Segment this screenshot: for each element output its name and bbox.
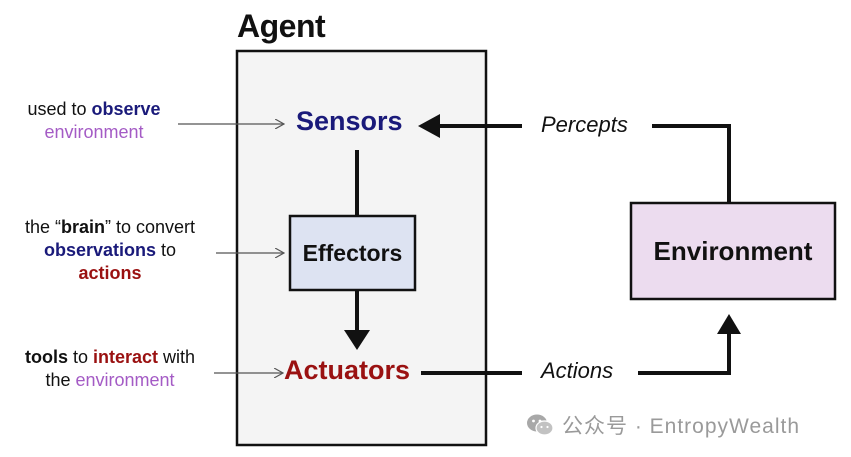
effectors-label: Effectors [302,239,403,266]
effectors-note-mid: ” to convert [105,217,196,237]
actuators-note-environment: environment [75,370,175,390]
actuators-note-the: the [45,370,76,390]
actuators-note-interact: interact [92,347,159,367]
actions-arrowhead [717,314,741,334]
percepts-arrowhead [418,114,440,138]
actuators-note-tools: tools [24,347,68,367]
actuators-note-with: with [158,347,196,367]
sensors-label: Sensors [296,106,403,136]
sensors-note-environment: environment [44,122,144,142]
effectors-note-pre: the “ [24,217,61,237]
actions-line-env [638,332,731,375]
actuators-note: tools to interact with the environment [8,346,212,392]
effectors-actuators-arrowhead [344,330,370,350]
effectors-note-to: to [156,240,177,260]
sensors-note-pre: used to [27,99,92,119]
sensors-note-observe: observe [91,99,161,119]
percepts-label: Percepts [541,112,628,137]
actuators-label: Actuators [284,355,411,385]
effectors-note-actions: actions [78,263,142,283]
sensors-note: used to observe environment [14,98,174,144]
environment-box [629,201,837,301]
environment-label: Environment [653,235,813,266]
effectors-box [288,214,417,292]
percepts-line-env [652,124,731,203]
effectors-note-brain: brain [60,217,105,237]
watermark: 公众号 · EntropyWealth [526,410,800,440]
effectors-note-observations: observations [43,240,157,260]
actions-label: Actions [541,358,614,383]
watermark-text: 公众号 · EntropyWealth [562,415,801,438]
actuators-note-to: to [67,347,93,367]
agent-title: Agent [237,8,326,44]
wechat-icon [527,414,554,436]
effectors-note: the “brain” to convert observations to a… [8,216,212,285]
